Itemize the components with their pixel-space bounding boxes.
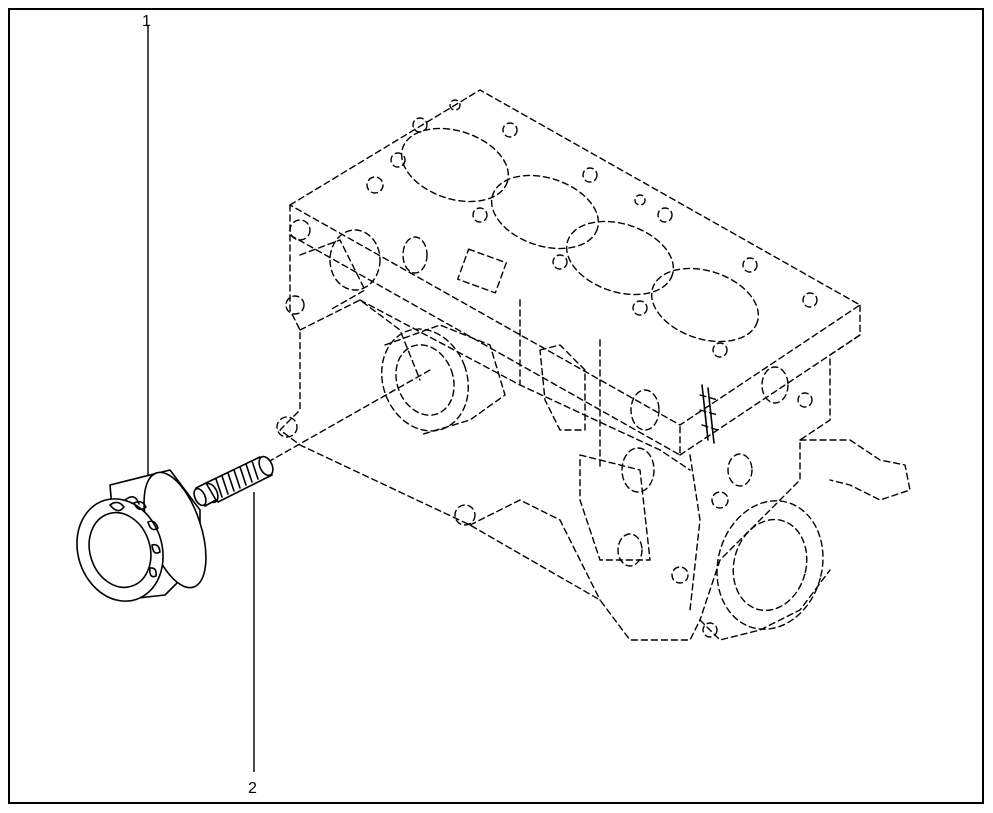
diagram-frame — [8, 8, 984, 804]
threaded-nipple — [193, 455, 274, 507]
callout-2: 2 — [248, 780, 257, 797]
engine-block — [276, 89, 911, 641]
callout-1: 1 — [142, 13, 151, 30]
oil-filter — [76, 469, 207, 602]
mounting-axis-line — [267, 369, 431, 463]
